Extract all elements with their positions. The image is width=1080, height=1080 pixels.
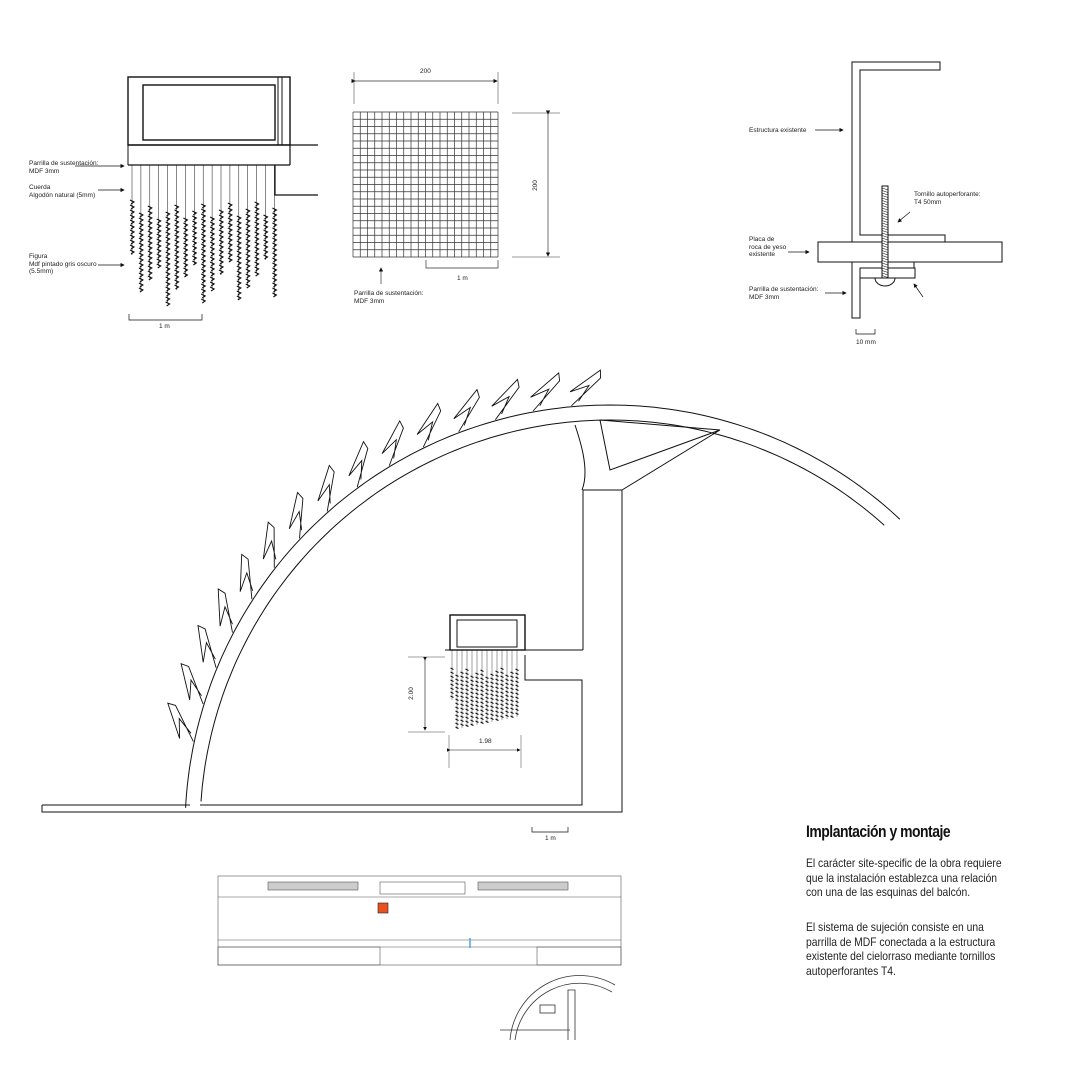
grid-scale-label: 1 m: [457, 275, 468, 282]
label-plaster-plate: Placa de roca de yeso existente: [749, 236, 787, 258]
floor-plan: [217, 875, 622, 966]
detail-hanging-strings: [75, 76, 318, 321]
grid-width-dim: 200: [420, 68, 431, 75]
label-screw: Tornillo autoperforante: T4 50mm: [914, 191, 981, 206]
paragraph-fixing-system: El sistema de sujeción consiste en una p…: [806, 920, 996, 978]
installation-location-marker: [377, 902, 389, 914]
arch-fin: [317, 464, 335, 512]
arch-fin: [569, 369, 601, 407]
label-figure: Figura Mdf pintado gris oscuro (5.5mm): [29, 253, 97, 275]
detail-grid: [351, 72, 560, 284]
section-width-dim: 1.98: [479, 738, 492, 745]
arch-fin: [416, 402, 442, 448]
label-grid-fixing: Parrilla de sustentación: MDF 3mm: [749, 286, 819, 301]
arch-fin: [453, 388, 480, 433]
arch-fin: [167, 702, 194, 742]
section-height-dim: 2.00: [407, 687, 415, 700]
arch-fin: [239, 553, 254, 600]
arch-fin: [217, 588, 233, 633]
arch-fin: [530, 372, 561, 412]
arch-fin: [288, 491, 304, 539]
arch-fin: [348, 440, 369, 488]
label-grid: Parrilla de sustentación: MDF 3mm: [354, 290, 424, 305]
section-scale-label: 1 m: [545, 835, 556, 842]
section-title: Implantación y montaje: [806, 822, 951, 841]
grid-height-dim: 200: [531, 180, 539, 191]
detail-fixing: [788, 61, 1003, 335]
section-arch: [41, 369, 901, 833]
scale-bar-label: 1 m: [159, 323, 170, 330]
arch-fin: [491, 378, 520, 420]
label-cord: Cuerda Algodón natural (5mm): [29, 184, 96, 199]
label-grid-support: Parrilla de sustentación: MDF 3mm: [29, 160, 99, 175]
arch-fin: [381, 419, 404, 466]
label-structure: Estructura existente: [749, 127, 807, 134]
fixing-scale-label: 10 mm: [856, 339, 876, 346]
section-thumbnail: [500, 975, 616, 1041]
arch-fin: [180, 662, 204, 705]
arch-fin: [197, 624, 217, 668]
arch-fin: [262, 521, 277, 568]
paragraph-site-specific: El carácter site-specific de la obra req…: [806, 856, 1002, 899]
